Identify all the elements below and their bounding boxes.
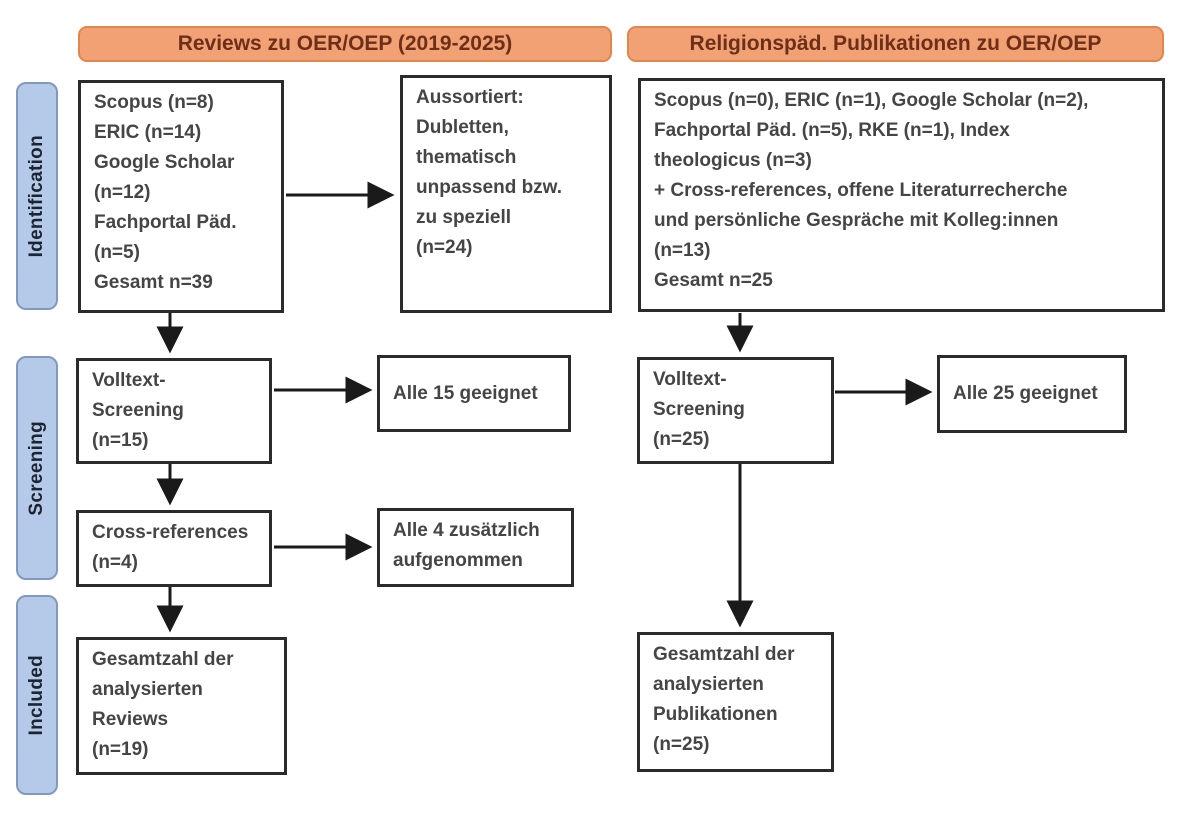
stage-label-screening: Screening	[26, 420, 47, 516]
box-cross-references: Cross-references (n=4)	[76, 510, 272, 587]
box-fulltext-screening-right: Volltext- Screening (n=25)	[637, 357, 834, 464]
stage-label-identification: Identification	[26, 134, 47, 258]
box-all-4-added: Alle 4 zusätzlich aufgenommen	[377, 508, 574, 587]
stage-pill-screening: Screening	[16, 356, 58, 580]
box-relpaed-sources: Scopus (n=0), ERIC (n=1), Google Scholar…	[638, 78, 1165, 312]
box-fulltext-screening-left: Volltext- Screening (n=15)	[76, 358, 272, 464]
stage-label-included: Included	[26, 654, 47, 736]
box-all-15-eligible: Alle 15 geeignet	[377, 355, 571, 432]
stage-pill-included: Included	[16, 595, 58, 795]
box-sorted-out: Aussortiert: Dubletten, thematisch unpas…	[400, 75, 612, 313]
box-total-reviews: Gesamtzahl der analysierten Reviews (n=1…	[76, 637, 287, 775]
box-reviews-sources: Scopus (n=8) ERIC (n=14) Google Scholar …	[78, 80, 284, 313]
stage-pill-identification: Identification	[16, 82, 58, 310]
column-header-reviews: Reviews zu OER/OEP (2019-2025)	[78, 26, 612, 62]
column-header-religionspaed: Religionspäd. Publikationen zu OER/OEP	[627, 26, 1164, 62]
box-total-publications: Gesamtzahl der analysierten Publikatione…	[637, 632, 834, 772]
box-all-25-eligible: Alle 25 geeignet	[937, 355, 1127, 433]
